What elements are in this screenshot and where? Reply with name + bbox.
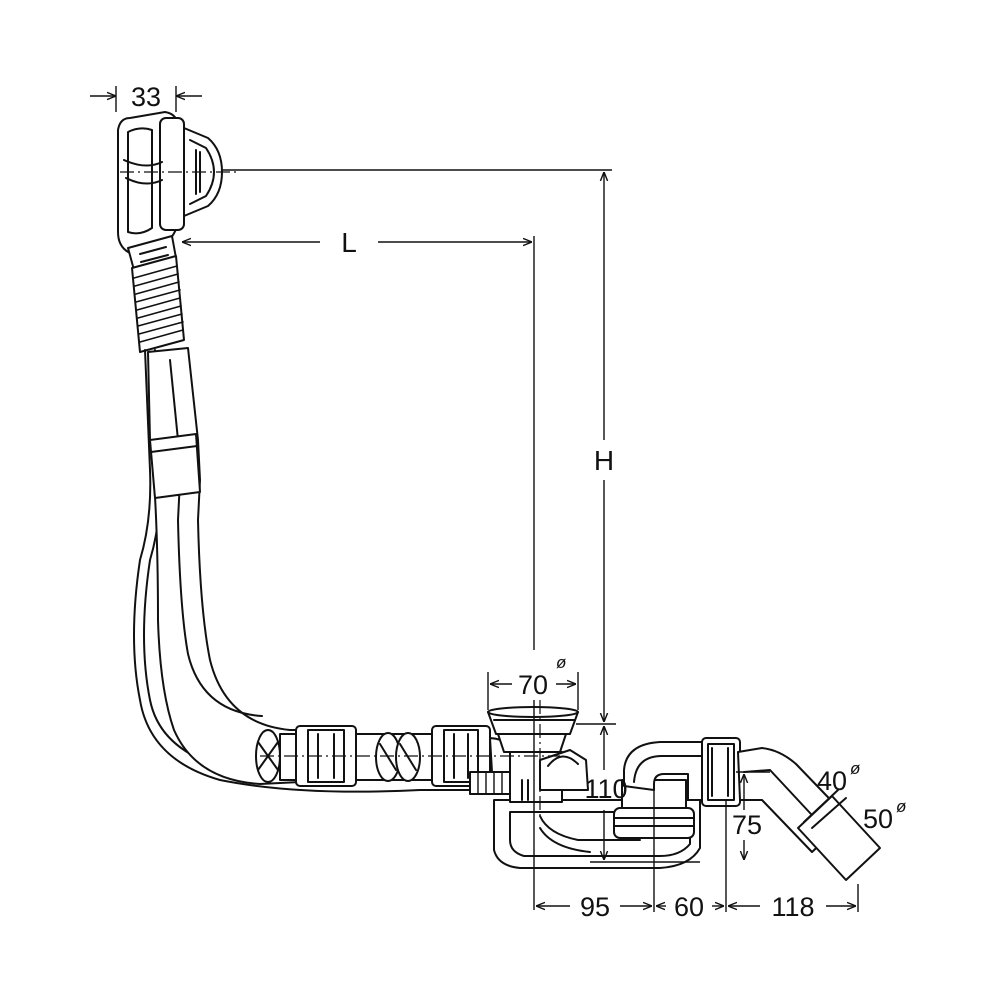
dim-95-label: 95 xyxy=(580,892,610,922)
overflow-head xyxy=(117,111,223,256)
reducer-sleeve xyxy=(797,789,881,881)
overflow-tube xyxy=(147,347,301,785)
dim-H xyxy=(222,169,612,722)
dim-33 xyxy=(90,86,202,112)
dim-33-label: 33 xyxy=(131,82,161,112)
dim-H-label: H xyxy=(594,445,614,476)
tube-sleeve xyxy=(149,433,201,499)
dim-L-label: L xyxy=(341,227,357,258)
overflow-collar xyxy=(127,235,177,271)
dim-70-label: 70 xyxy=(518,670,548,700)
dim-L xyxy=(182,236,535,910)
outlet-50-diameter-symbol: ø xyxy=(896,797,906,816)
dim-75-label: 75 xyxy=(732,810,762,840)
baseline-extensions xyxy=(653,790,859,912)
outlet-50-label: 50 xyxy=(863,804,893,834)
dim-75 xyxy=(736,771,770,860)
waste-plug xyxy=(487,706,579,753)
outlet-nut xyxy=(701,737,741,807)
dim-110-label: 110 xyxy=(584,774,627,804)
centre-lines xyxy=(120,171,560,820)
outlet-40-diameter-symbol: ø xyxy=(850,759,860,778)
dim-118-label: 118 xyxy=(771,892,814,922)
standpipe xyxy=(509,749,589,803)
outlet-40-label: 40 xyxy=(817,766,847,796)
dim-70-diameter-symbol: ø xyxy=(556,653,566,672)
outlet-bend xyxy=(623,741,709,801)
dim-60-label: 60 xyxy=(674,892,704,922)
corrugated-hose xyxy=(131,255,185,353)
dim-110 xyxy=(576,723,700,863)
dim-70 xyxy=(487,672,579,710)
